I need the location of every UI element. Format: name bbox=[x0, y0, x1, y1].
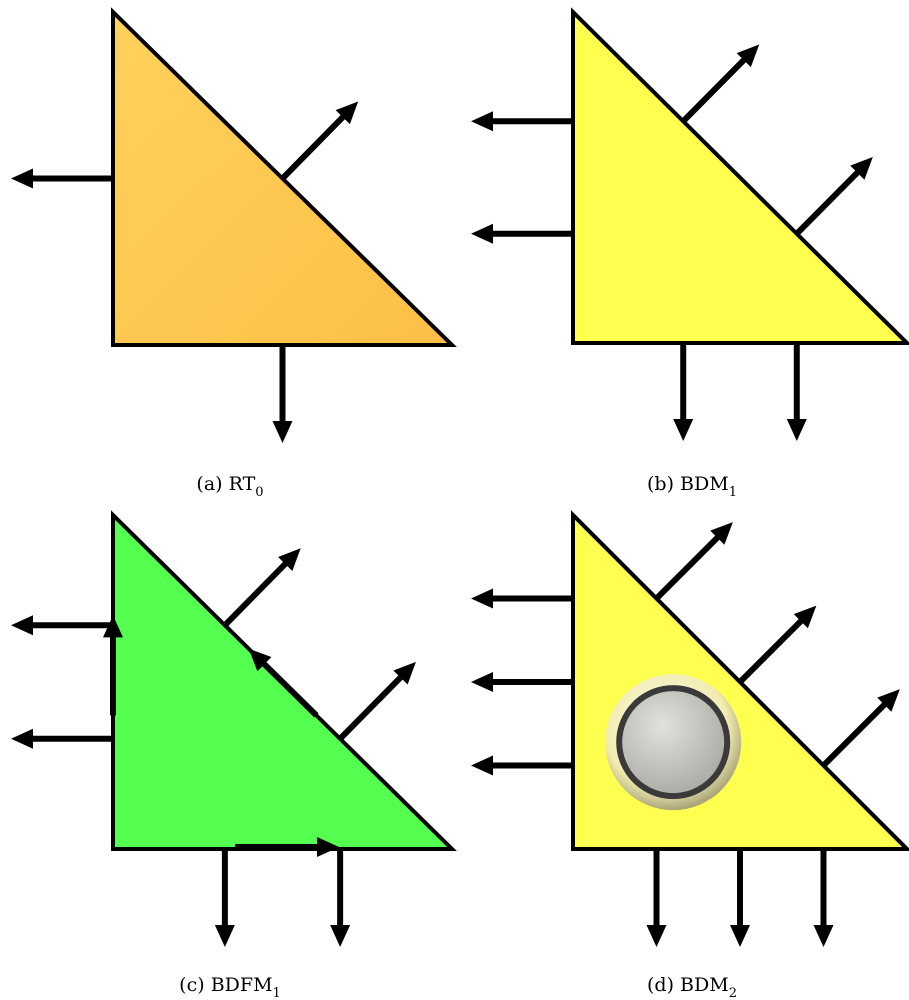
arrow-icon bbox=[272, 345, 293, 443]
tangent-arrow-icon bbox=[103, 615, 123, 716]
arrow-icon bbox=[471, 672, 573, 692]
arrow-icon bbox=[673, 343, 694, 441]
triangle-element bbox=[571, 7, 909, 345]
panel-bdfm1 bbox=[11, 510, 457, 947]
arrow-icon bbox=[471, 588, 573, 609]
arrow-icon bbox=[813, 849, 834, 947]
arrow-icon bbox=[222, 548, 301, 628]
arrow-icon bbox=[737, 605, 817, 685]
panel-bdm1 bbox=[471, 7, 909, 441]
arrow-icon bbox=[654, 522, 733, 601]
caption-bdm2: (d) BDM2 bbox=[647, 974, 737, 1000]
arrow-icon bbox=[11, 168, 113, 189]
tangent-arrow-icon bbox=[248, 648, 319, 718]
arrow-icon bbox=[821, 689, 900, 768]
arrow-icon bbox=[646, 849, 667, 947]
arrow-icon bbox=[214, 849, 235, 947]
arrow-icon bbox=[11, 728, 113, 749]
arrow-icon bbox=[280, 101, 359, 181]
arrow-icon bbox=[471, 223, 573, 244]
arrow-icon bbox=[337, 661, 416, 741]
arrow-icon bbox=[11, 615, 113, 636]
caption-bdfm1: (c) BDFM1 bbox=[179, 974, 281, 1000]
interior-dof-icon bbox=[605, 674, 742, 811]
caption-rt0: (a) RT0 bbox=[196, 473, 263, 500]
arrow-icon bbox=[471, 755, 573, 776]
panel-rt0 bbox=[11, 7, 457, 443]
tangent-arrow-icon bbox=[235, 837, 340, 857]
arrow-icon bbox=[786, 343, 807, 441]
panel-bdm2 bbox=[471, 510, 909, 947]
arrow-icon bbox=[794, 157, 873, 236]
arrow-icon bbox=[330, 849, 351, 947]
arrow-icon bbox=[471, 111, 573, 132]
arrow-icon bbox=[730, 849, 750, 947]
caption-bdm1: (b) BDM1 bbox=[647, 473, 737, 500]
arrow-icon bbox=[681, 44, 760, 124]
